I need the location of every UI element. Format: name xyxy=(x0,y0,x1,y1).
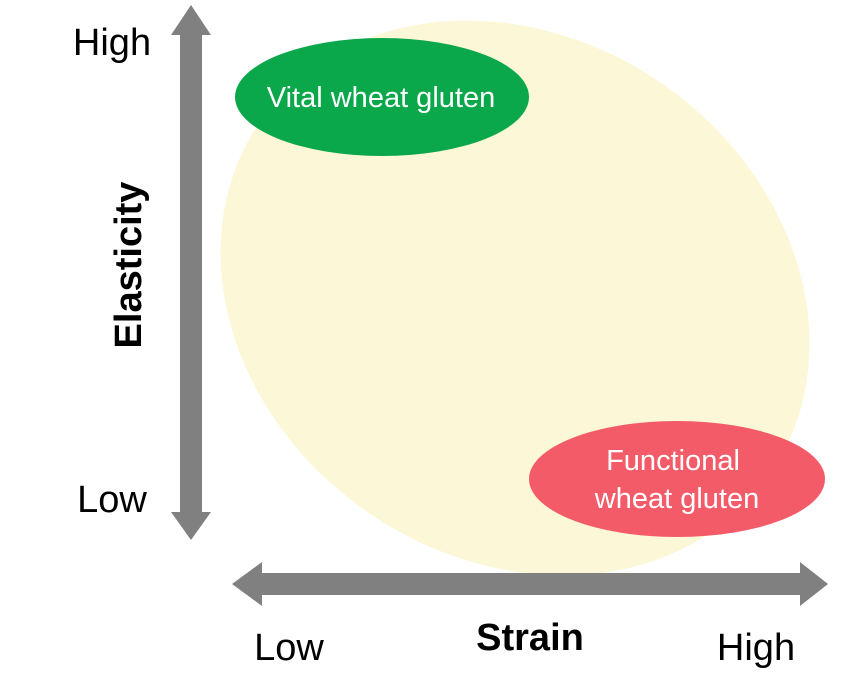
y-axis-title: Elasticity xyxy=(108,182,150,349)
functional-wheat-gluten-label-line1: Functional xyxy=(606,445,740,477)
vital-wheat-gluten-region xyxy=(235,38,529,156)
y-axis-high-label: High xyxy=(73,22,151,64)
vital-wheat-gluten-label: Vital wheat gluten xyxy=(267,82,495,114)
x-axis-high-label: High xyxy=(717,627,795,669)
x-axis-low-label: Low xyxy=(254,627,324,669)
y-axis-arrow xyxy=(171,5,211,540)
functional-wheat-gluten-label-line2: wheat gluten xyxy=(594,483,759,515)
x-axis-arrow xyxy=(232,562,828,606)
functional-wheat-gluten-region xyxy=(529,421,825,537)
y-axis-low-label: Low xyxy=(77,479,147,521)
x-axis-title: Strain xyxy=(476,617,584,659)
